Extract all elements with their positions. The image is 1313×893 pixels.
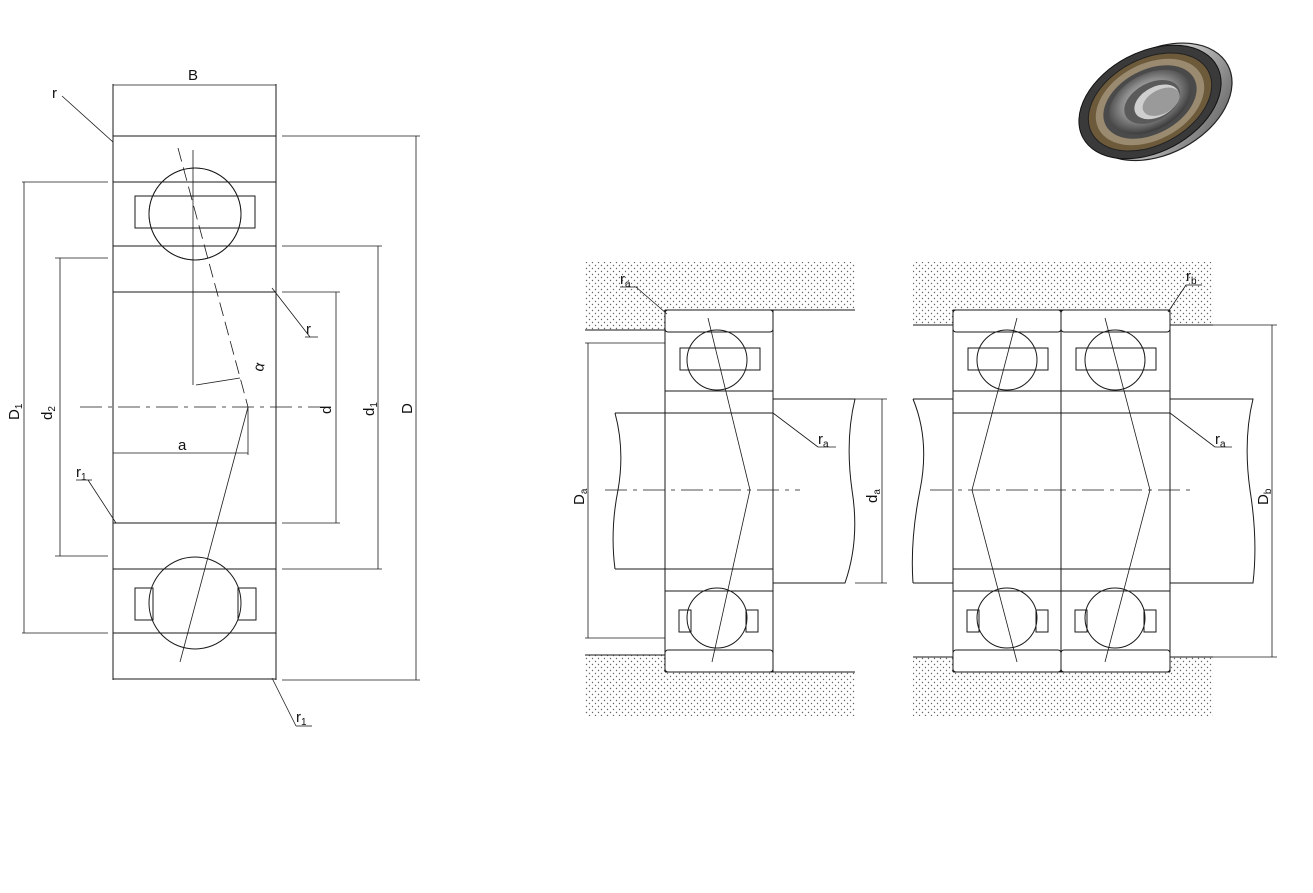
label-d1: d1: [361, 402, 380, 416]
label-Db: Db: [1255, 488, 1274, 505]
label-da: da: [864, 489, 883, 503]
label-ra-inner-paired: ra: [1215, 431, 1226, 450]
mounting-single-section: Da da ra ra: [571, 262, 887, 716]
inner-ring-bottom: [112, 522, 277, 570]
label-rb-top: rb: [1186, 268, 1197, 287]
bearing-3d-render: [1078, 42, 1233, 162]
cage-bottom-right: [237, 587, 257, 621]
label-r-top: r: [52, 85, 57, 102]
label-alpha: α: [250, 360, 269, 373]
ball-bottom: [148, 556, 242, 650]
label-D: D: [399, 403, 416, 414]
label-a: a: [178, 437, 187, 454]
label-r-inner: r: [306, 321, 311, 338]
outer-ring-top: [112, 135, 277, 183]
label-D1: D1: [6, 403, 25, 420]
cage-bottom-left: [134, 587, 154, 621]
label-r1-bottom: r1: [296, 709, 307, 728]
outer-ring-bottom: [112, 632, 277, 680]
mounting-paired-section: Db rb ra: [911, 262, 1277, 716]
housing-top: [585, 262, 855, 310]
label-d: d: [318, 406, 335, 414]
main-bearing-section: B a α r r r1 r1 D1 d2 d: [6, 67, 420, 728]
cage-top: [134, 195, 256, 229]
label-Da: Da: [571, 488, 590, 505]
label-ra-inner: ra: [818, 431, 829, 450]
inner-ring-top: [112, 245, 277, 293]
label-r1-left: r1: [76, 464, 87, 483]
label-d2: d2: [39, 406, 58, 420]
label-ra-top: ra: [620, 271, 631, 290]
housing-bottom: [585, 672, 855, 716]
label-B: B: [188, 67, 198, 84]
